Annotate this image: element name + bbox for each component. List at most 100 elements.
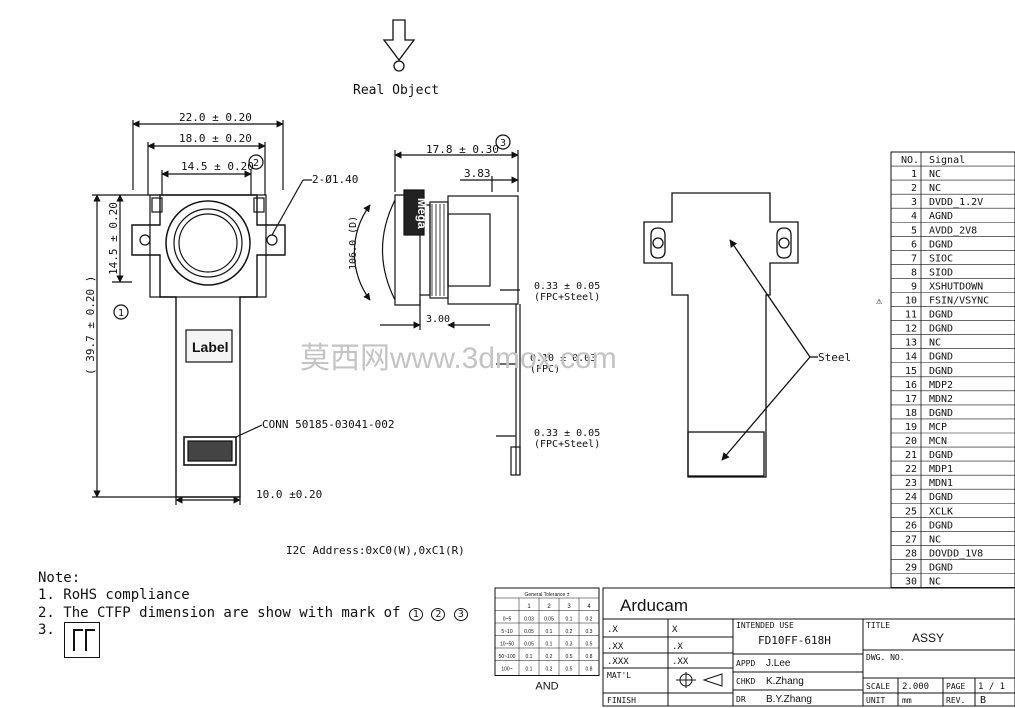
thickness-3: 0.33 ± 0.05 xyxy=(534,428,600,439)
pin-number: 6 xyxy=(911,239,917,250)
pin-signal: NC xyxy=(929,577,941,588)
pin-signal: MDN1 xyxy=(929,478,953,489)
tolerance-cell: 0.1 xyxy=(566,617,573,623)
pin-signal: NC xyxy=(929,338,941,349)
pin-signal: DOVDD_1V8 xyxy=(929,548,983,559)
pin-number: 29 xyxy=(905,562,917,573)
tolerance-cell: 50~100 xyxy=(499,654,516,660)
pin-number: 30 xyxy=(905,577,917,588)
real-object-label: Real Object xyxy=(353,83,439,98)
tolerance-cell: 5~10 xyxy=(501,629,512,635)
mega-label: Mega xyxy=(415,198,429,229)
pin-number: 23 xyxy=(905,478,917,489)
pin-number: 1 xyxy=(911,169,917,180)
pin-signal: DGND xyxy=(929,366,953,377)
pin-signal: MDN2 xyxy=(929,394,953,405)
title-value: ASSY xyxy=(912,631,944,645)
tolerance-cell: 0.5 xyxy=(566,667,573,673)
fov-106: 106.0 (D) xyxy=(348,216,359,270)
pin-number: 5 xyxy=(911,225,917,236)
company-name: Arducam xyxy=(620,596,688,615)
notes-title: Note: xyxy=(38,570,81,586)
dim-17-8: 17.8 ± 0.30 xyxy=(426,143,499,156)
drawn-value: B.Y.Zhang xyxy=(766,694,812,705)
pin-number: 3 xyxy=(911,197,917,208)
dim-14-5: 14.5 ± 0.20 xyxy=(181,160,254,173)
pin-number: 7 xyxy=(911,253,917,264)
pin-number: 20 xyxy=(905,436,917,447)
tol-x-value: X xyxy=(672,625,678,635)
tolerance-cell: 0.8 xyxy=(586,667,593,673)
pin-signal: MCP xyxy=(929,422,947,433)
dim-18: 18.0 ± 0.20 xyxy=(179,132,252,145)
pin-number: 12 xyxy=(905,324,917,335)
pin-number: 4 xyxy=(911,211,917,222)
tolerance-cell: 0.2 xyxy=(566,629,573,635)
pin-signal: MDP1 xyxy=(929,464,953,475)
checked-value: K.Zhang xyxy=(766,676,804,687)
note-2-mark-2: 2 xyxy=(431,608,446,621)
scale-label: SCALE xyxy=(866,682,890,691)
pin-number: 11 xyxy=(905,310,917,321)
note-1: 1. RoHS compliance xyxy=(38,587,190,603)
tolerance-cell: 0.2 xyxy=(546,667,553,673)
pin-signal: DGND xyxy=(929,520,953,531)
mark-3: 3 xyxy=(500,138,506,149)
tolerance-cell: 0.8 xyxy=(586,654,593,660)
tol-x-label: .X xyxy=(607,625,618,635)
front-view xyxy=(92,120,312,505)
pin-signal: FSIN/VSYNC xyxy=(929,296,989,307)
mark-2: 2 xyxy=(253,158,259,169)
intended-use-value: FD10FF-618H xyxy=(758,634,831,647)
tolerance-cell: 0.1 xyxy=(526,667,533,673)
pin-signal: NC xyxy=(929,169,941,180)
pin-number: 24 xyxy=(905,492,917,503)
page-value: 1 / 1 xyxy=(978,682,1005,692)
thickness-2-note: (FPC) xyxy=(530,364,560,375)
pin-number: 2 xyxy=(911,183,917,194)
connector-callout: CONN 50185-03041-002 xyxy=(262,418,394,431)
watermark: 莫西网www.3dmox.com xyxy=(300,342,617,375)
tolerance-col: 4 xyxy=(587,604,591,610)
tolerance-cell: 0.05 xyxy=(524,642,534,648)
approved-value: J.Lee xyxy=(766,658,791,669)
pin-number: 19 xyxy=(905,422,917,433)
title-label: TITLE xyxy=(866,621,890,630)
dim-10: 10.0 ±0.20 xyxy=(256,488,322,501)
pin-table-header-no: NO. xyxy=(901,155,919,166)
pin-number: 17 xyxy=(905,394,917,405)
pin-signal: SIOD xyxy=(929,267,953,278)
tolerance-cell: 0~5 xyxy=(503,617,512,623)
pin-number: 13 xyxy=(905,338,917,349)
pin-signal: DGND xyxy=(929,450,953,461)
side-view xyxy=(353,134,521,476)
thickness-2: 0.10 ± 0.03 xyxy=(530,353,596,364)
pin-signal: AVDD_2V8 xyxy=(929,225,977,236)
note-3: 3. xyxy=(38,622,55,638)
page-label: PAGE xyxy=(946,682,965,691)
pin-signal: DGND xyxy=(929,239,953,250)
dim-3-83: 3.83 xyxy=(464,167,491,180)
tolerance-cell: 100~ xyxy=(501,667,512,673)
pin-signal: NC xyxy=(929,534,941,545)
pin-signal: DGND xyxy=(929,562,953,573)
tol-xx-value: .X xyxy=(672,642,683,652)
note-2-mark-3: 3 xyxy=(453,608,468,621)
tolerance-cell: 0.3 xyxy=(566,642,573,648)
tolerance-frame xyxy=(494,587,600,676)
pin-number: 15 xyxy=(905,366,917,377)
tolerance-cell: 10~50 xyxy=(500,642,514,648)
note-3-text: 3. xyxy=(38,622,55,638)
approved-label: APPD xyxy=(736,659,755,668)
title-block xyxy=(602,587,1015,707)
pin-number: 14 xyxy=(905,352,917,363)
drawn-label: DR xyxy=(736,695,746,704)
pin-signal: AGND xyxy=(929,211,953,222)
pin-signal: DGND xyxy=(929,408,953,419)
pin-signal: DGND xyxy=(929,310,953,321)
pin-number: 21 xyxy=(905,450,917,461)
